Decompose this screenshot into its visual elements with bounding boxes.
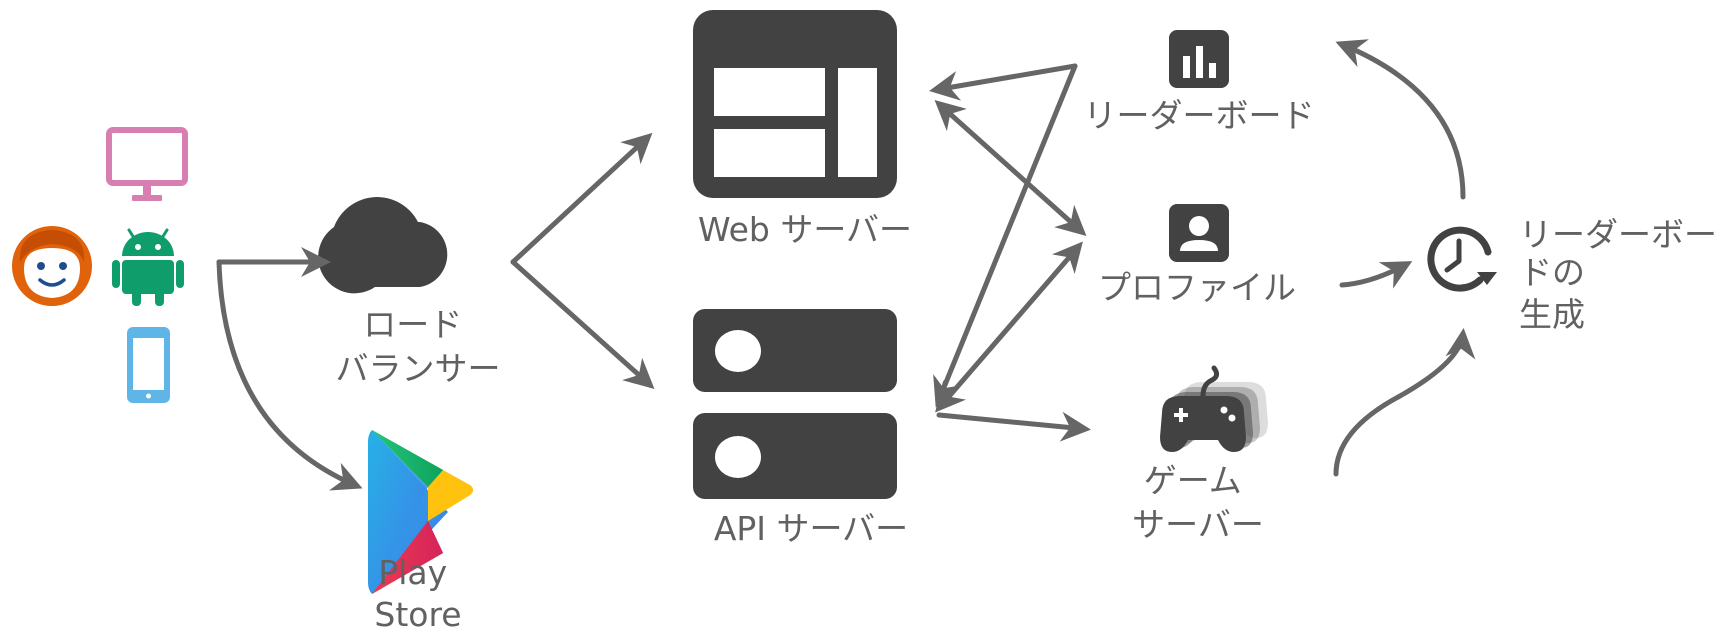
- game-server-label-line2: サーバー: [1132, 505, 1264, 544]
- arrow-game-server-to-generation: [1333, 328, 1476, 477]
- arrow-load-balancer-to-web-server: [510, 132, 653, 265]
- web-layout-icon: [693, 10, 897, 198]
- user-face-icon: [12, 226, 92, 306]
- gamepad-icon: [1160, 365, 1268, 452]
- game-server-label-line1: ゲーム: [1144, 461, 1242, 500]
- arrow-leaderboard-to-api-server: [933, 63, 1078, 408]
- api-server-label: API サーバー: [714, 509, 908, 548]
- profile-label: プロファイル: [1098, 268, 1296, 307]
- load-balancer-label-line2: バランサー: [336, 349, 501, 388]
- arrow-clients-to-play-store: [216, 259, 363, 491]
- profile-icon: [1169, 204, 1229, 262]
- arrow-api-server-to-game-server: [936, 411, 1091, 442]
- monitor-icon: [106, 127, 188, 201]
- leaderboard-generation-label-line1: リーダーボー: [1519, 215, 1717, 254]
- arrow-api-server-profile: [935, 241, 1083, 413]
- arrow-profile-to-generation: [1339, 261, 1413, 289]
- play-store-icon: [368, 430, 473, 594]
- svg-text:リーダーボー ドの 生成: リーダーボー ドの 生成: [1519, 215, 1723, 334]
- arrow-generation-to-leaderboard: [1335, 39, 1466, 200]
- connections: [216, 39, 1476, 491]
- web-server-label: Web サーバー: [698, 210, 912, 249]
- android-icon: [112, 228, 184, 306]
- phone-icon: [127, 327, 170, 403]
- leaderboard-label: リーダーボード: [1084, 96, 1315, 135]
- play-store-label-line1: Play: [378, 553, 447, 592]
- svg-text:Play Store: Play Store: [374, 553, 461, 631]
- svg-text:ゲーム サーバー: ゲーム サーバー: [1132, 461, 1264, 544]
- arrow-leaderboard-to-web-server: [929, 63, 1078, 101]
- cloud-icon: [318, 197, 448, 294]
- server-stack-icon: [693, 309, 897, 499]
- arrow-load-balancer-to-api-server: [510, 259, 655, 390]
- leaderboard-generation-label-line2: ドの: [1519, 253, 1585, 292]
- play-store-label-line2: Store: [374, 595, 461, 631]
- clock-refresh-icon: [1427, 226, 1497, 292]
- svg-text:ロード バランサー: ロード バランサー: [336, 305, 501, 388]
- load-balancer-label-line1: ロード: [363, 305, 462, 344]
- bar-chart-icon: [1169, 30, 1229, 88]
- arrow-web-server-profile: [934, 99, 1087, 237]
- leaderboard-generation-label-line3: 生成: [1519, 295, 1585, 334]
